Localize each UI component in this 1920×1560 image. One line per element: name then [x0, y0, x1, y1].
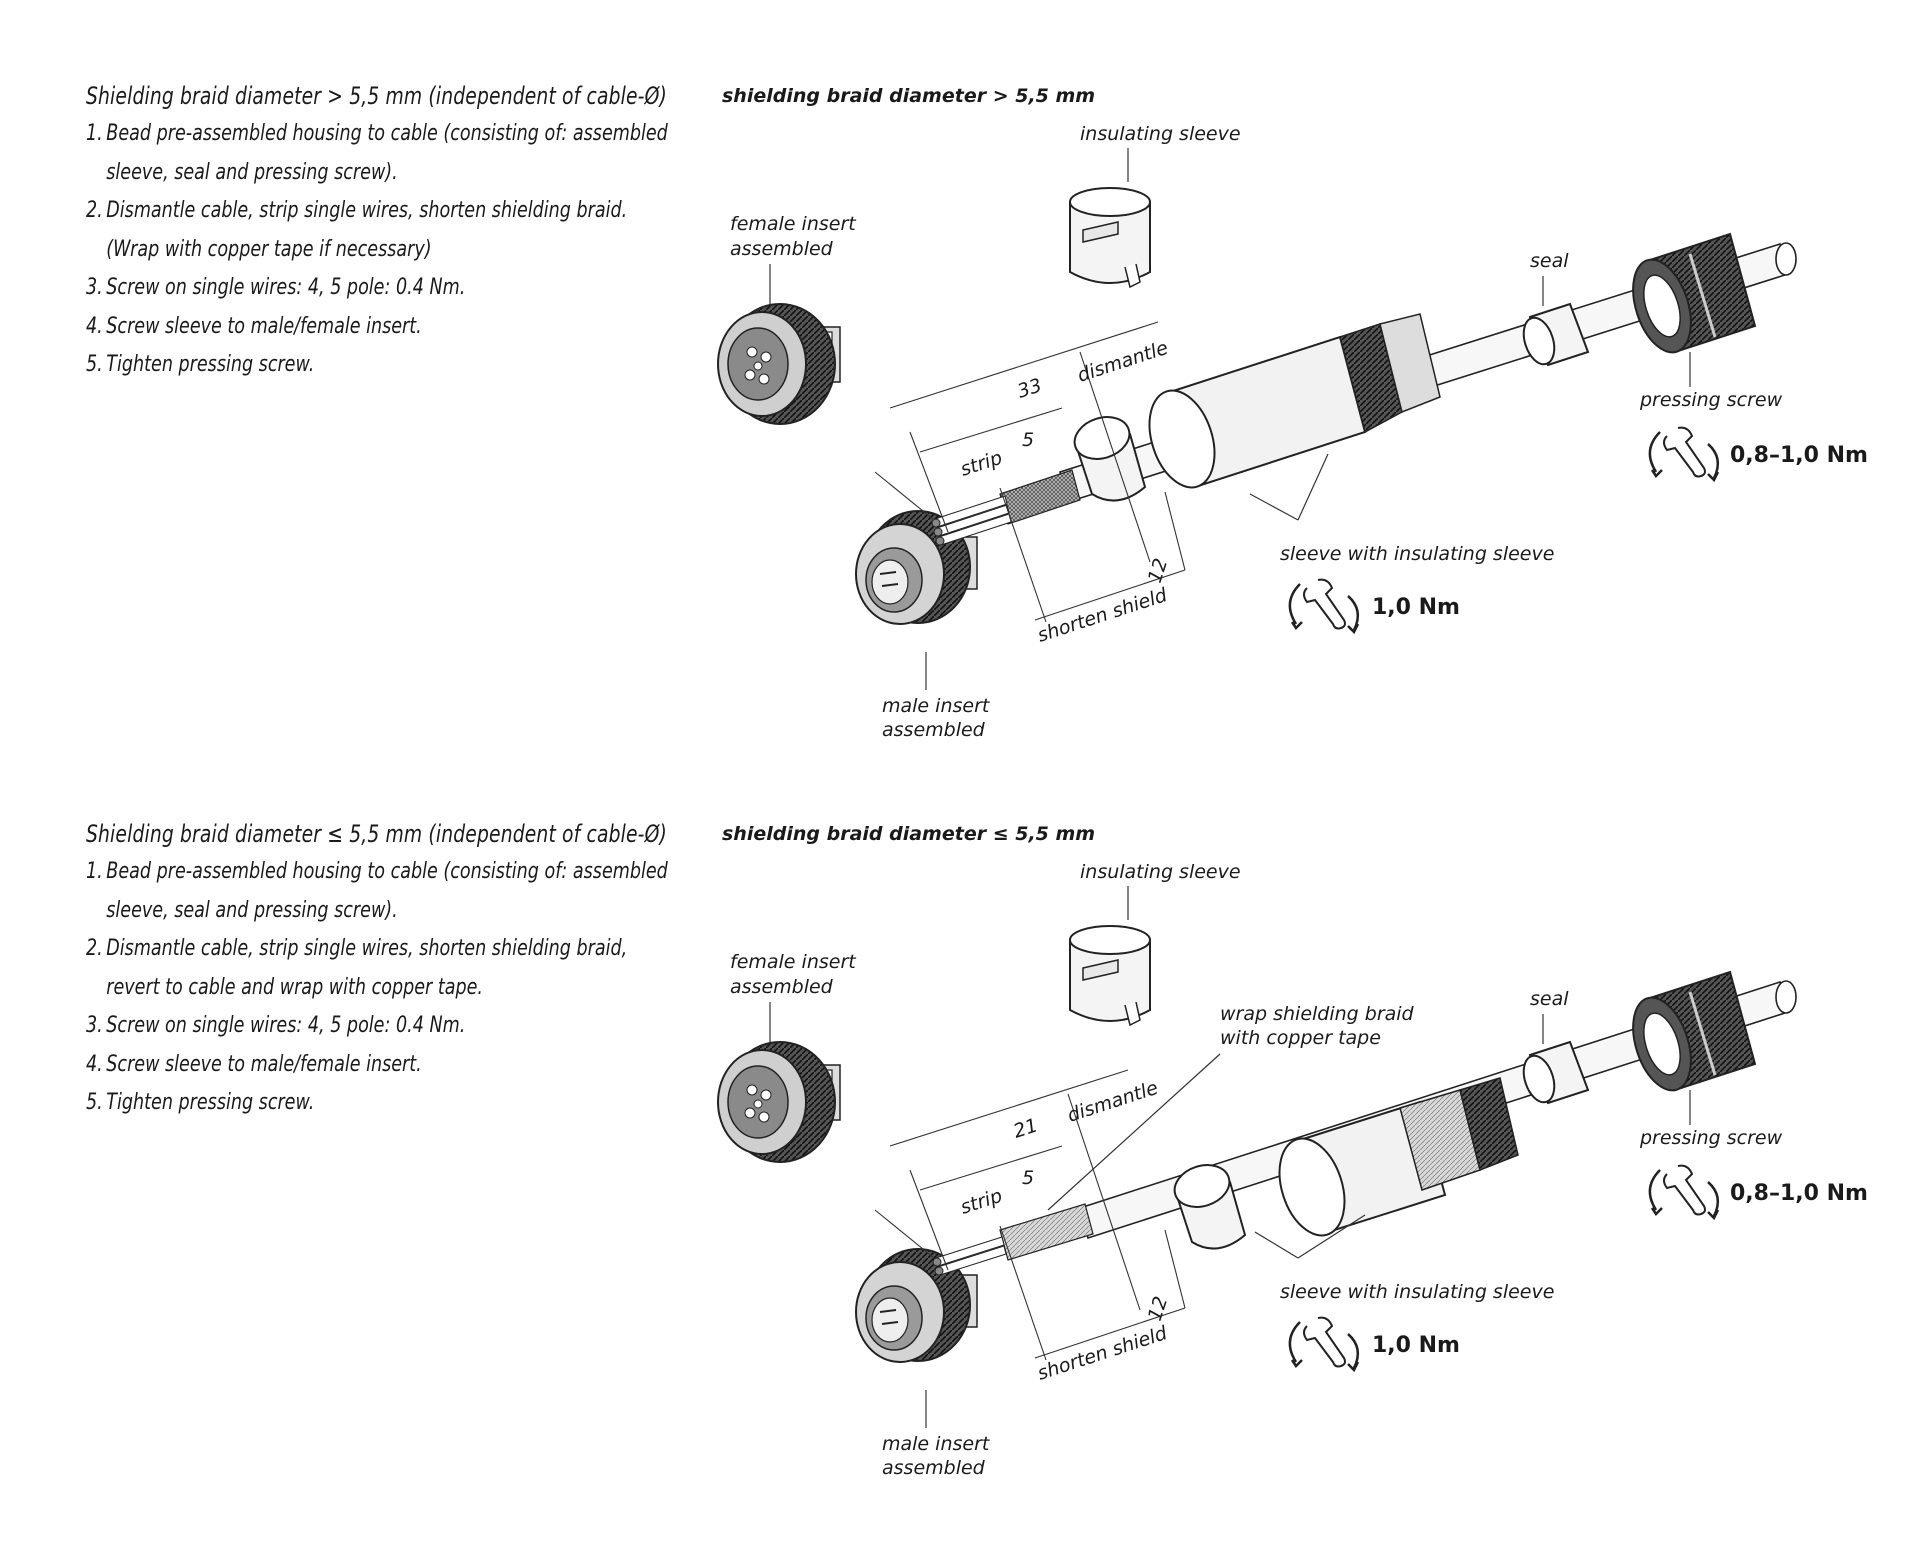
- assembly-section-small-braid: Shielding braid diameter ≤ 5,5 mm (indep…: [0, 820, 1920, 1560]
- male-insert-label-2: assembled: [882, 719, 986, 741]
- torque-pressing-screw: 0,8–1,0 Nm: [1730, 1181, 1868, 1206]
- wrench-icon: [1648, 426, 1720, 483]
- step-3: 3.Screw on single wires: 4, 5 pole: 0.4 …: [86, 1012, 466, 1038]
- section-heading: Shielding braid diameter > 5,5 mm (indep…: [86, 82, 667, 110]
- pressing-screw-part: [1632, 232, 1757, 354]
- male-insert-part: [855, 510, 978, 625]
- strip-label: strip: [958, 447, 1005, 481]
- section-heading: Shielding braid diameter ≤ 5,5 mm (indep…: [86, 820, 667, 848]
- female-insert-label-2: assembled: [730, 238, 834, 260]
- dimension-lines: [874, 321, 1186, 623]
- step-3: 3.Screw on single wires: 4, 5 pole: 0.4 …: [86, 274, 466, 300]
- female-insert-part: [717, 1041, 841, 1163]
- insulating-sleeve-label: insulating sleeve: [1080, 123, 1241, 145]
- step-list: 1.Bead pre-assembled housing to cable (c…: [86, 852, 706, 1122]
- dismantle-label: dismantle: [1065, 1077, 1161, 1127]
- male-insert-label-2: assembled: [882, 1457, 986, 1479]
- strip-label: strip: [958, 1185, 1005, 1219]
- sleeve-with-insulating-sleeve-label: sleeve with insulating sleeve: [1280, 1281, 1554, 1303]
- step-1: 1.Bead pre-assembled housing to cable (c…: [86, 858, 668, 923]
- sleeve-part: [1148, 313, 1441, 489]
- seal-label: seal: [1530, 988, 1569, 1010]
- step-1: 1.Bead pre-assembled housing to cable (c…: [86, 120, 668, 185]
- step-5: 5.Tighten pressing screw.: [86, 351, 315, 377]
- step-4: 4.Screw sleeve to male/female insert.: [86, 1050, 422, 1077]
- exploded-assembly-diagram: shielding braid diameter > 5,5 mm insula…: [700, 82, 1920, 822]
- step-4: 4.Screw sleeve to male/female insert.: [86, 312, 422, 339]
- pressing-screw-label: pressing screw: [1639, 389, 1783, 411]
- diagram-title: shielding braid diameter ≤ 5,5 mm: [722, 823, 1095, 845]
- female-insert-label: female insert: [730, 213, 857, 235]
- sleeve-part: [1278, 1077, 1519, 1237]
- strip-value: 5: [1022, 429, 1034, 451]
- insulating-sleeve-label: insulating sleeve: [1080, 861, 1241, 883]
- torque-sleeve: 1,0 Nm: [1372, 595, 1460, 620]
- wrap-label-2: with copper tape: [1220, 1027, 1381, 1049]
- shorten-shield-label: shorten shield: [1035, 584, 1171, 647]
- dismantle-value: 21: [1011, 1114, 1041, 1142]
- step-2: 2.Dismantle cable, strip single wires, s…: [86, 935, 628, 1000]
- male-insert-label: male insert: [882, 1433, 991, 1455]
- insulating-ring-on-cable: [1173, 1164, 1247, 1250]
- insulating-sleeve-part: [1069, 925, 1151, 1027]
- insulating-sleeve-part: [1069, 187, 1151, 289]
- dismantle-value: 33: [1015, 374, 1045, 402]
- pressing-screw-part: [1632, 970, 1757, 1092]
- dimension-lines: [874, 1069, 1186, 1361]
- wrench-icon: [1648, 1164, 1720, 1221]
- seal-part: [1522, 1040, 1590, 1105]
- male-insert-part: [855, 1248, 978, 1363]
- diagram-svg: shielding braid diameter ≤ 5,5 mm insula…: [717, 823, 1868, 1479]
- seal-label: seal: [1530, 250, 1569, 272]
- diagram-svg: shielding braid diameter > 5,5 mm insula…: [717, 85, 1868, 741]
- seal-part: [1522, 302, 1590, 367]
- step-5: 5.Tighten pressing screw.: [86, 1089, 315, 1115]
- instructions-small-braid: Shielding braid diameter ≤ 5,5 mm (indep…: [86, 820, 706, 1122]
- shorten-shield-label: shorten shield: [1035, 1322, 1171, 1385]
- torque-pressing-screw: 0,8–1,0 Nm: [1730, 443, 1868, 468]
- wrap-label: wrap shielding braid: [1220, 1003, 1415, 1025]
- instructions-large-braid: Shielding braid diameter > 5,5 mm (indep…: [86, 82, 706, 384]
- sleeve-with-insulating-sleeve-label: sleeve with insulating sleeve: [1280, 543, 1554, 565]
- wrench-icon: [1288, 578, 1360, 635]
- diagram-title: shielding braid diameter > 5,5 mm: [722, 85, 1095, 107]
- shorten-value: 12: [1144, 556, 1172, 586]
- step-list: 1.Bead pre-assembled housing to cable (c…: [86, 114, 706, 384]
- female-insert-label-2: assembled: [730, 976, 834, 998]
- exploded-assembly-diagram: shielding braid diameter ≤ 5,5 mm insula…: [700, 820, 1920, 1560]
- pressing-screw-label: pressing screw: [1639, 1127, 1783, 1149]
- strip-value: 5: [1022, 1167, 1034, 1189]
- shorten-value: 12: [1144, 1294, 1172, 1324]
- male-insert-label: male insert: [882, 695, 991, 717]
- assembly-section-large-braid: Shielding braid diameter > 5,5 mm (indep…: [0, 82, 1920, 822]
- female-insert-label: female insert: [730, 951, 857, 973]
- insulating-ring-on-cable: [1073, 416, 1147, 502]
- torque-sleeve: 1,0 Nm: [1372, 1333, 1460, 1358]
- step-2: 2.Dismantle cable, strip single wires, s…: [86, 197, 628, 262]
- wrench-icon: [1288, 1316, 1360, 1373]
- female-insert-part: [717, 303, 841, 425]
